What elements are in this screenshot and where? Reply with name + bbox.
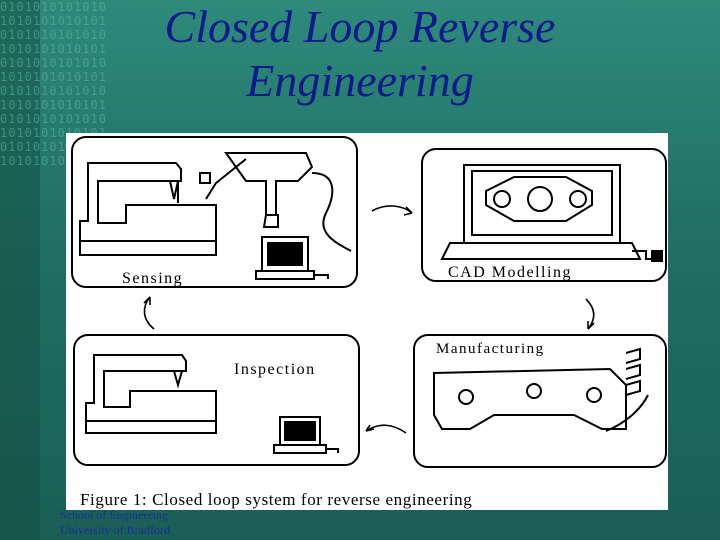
arrow-sensing-to-cad	[371, 205, 413, 214]
inspection-machine-illustration	[85, 354, 339, 454]
arrow-manufacturing-to-inspection	[365, 424, 407, 434]
sensing-machine-illustration	[79, 152, 352, 280]
manufacturing-panel	[413, 334, 667, 468]
footer: School of Engineering University of Brad…	[60, 508, 170, 538]
sensing-panel	[71, 136, 358, 288]
title-line-1: Closed Loop Reverse	[164, 1, 556, 52]
inspection-label: Inspection	[234, 361, 316, 378]
cad-panel	[421, 148, 667, 282]
slide-title: Closed Loop Reverse Engineering	[90, 0, 630, 108]
sensing-label: Sensing	[122, 270, 183, 287]
manufacturing-part-illustration	[433, 347, 649, 432]
title-line-2: Engineering	[246, 55, 474, 106]
footer-school: School of Engineering	[60, 508, 168, 522]
reverse-engineering-figure: Sensing CAD Modelling Manufacturing Insp…	[66, 133, 668, 510]
left-decorative-band	[0, 0, 40, 540]
figure-caption: Figure 1: Closed loop system for reverse…	[80, 490, 472, 509]
figure-diagram: Sensing CAD Modelling Manufacturing Insp…	[71, 136, 667, 509]
cad-computer-illustration	[440, 164, 663, 262]
cad-modelling-label: CAD Modelling	[448, 264, 572, 281]
loop-arrows	[143, 205, 595, 434]
inspection-panel	[73, 334, 360, 466]
footer-university: University of Bradford	[60, 523, 170, 537]
manufacturing-label: Manufacturing	[436, 341, 545, 357]
